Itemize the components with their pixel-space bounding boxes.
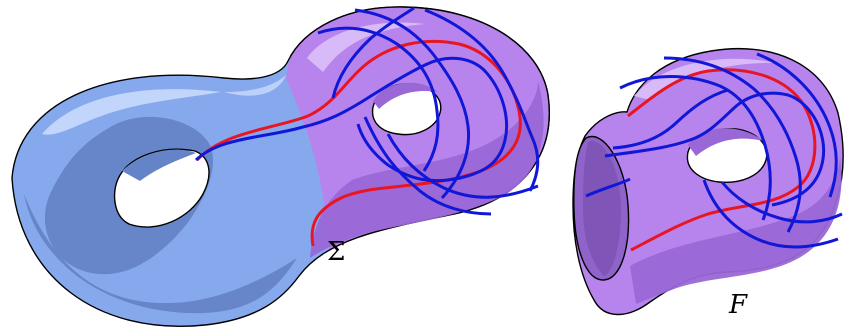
f-curves	[585, 52, 843, 252]
sigma-label: Σ	[327, 237, 345, 267]
f-blue-curve-5	[702, 179, 839, 249]
f-blue-curve-7	[612, 88, 729, 150]
sigma-blue-curve-6	[386, 133, 539, 199]
sigma-surface: Σ	[11, 6, 550, 327]
sigma-blue-curve-4	[424, 8, 540, 192]
f-top-highlight	[634, 58, 776, 100]
f-blue-curve-boundary	[585, 177, 631, 198]
f-blue-curve-main	[604, 91, 826, 207]
sigma-blue-curve-top	[331, 6, 415, 99]
sigma-blue-curve-2	[317, 26, 440, 172]
sigma-left-highlight	[42, 89, 221, 135]
sigma-blue-curve-5	[363, 116, 492, 216]
f-blue-curve-4	[756, 52, 838, 198]
sigma-left-hole-shade	[122, 149, 196, 181]
f-bottom-shadow	[630, 157, 842, 304]
sigma-neck-highlight	[224, 75, 286, 96]
f-red-curve	[627, 68, 817, 252]
sigma-blue-curve-main	[194, 56, 509, 183]
sigma-purple-shadow	[310, 81, 544, 258]
sigma-red-curve	[195, 39, 522, 247]
f-surface: F	[572, 47, 844, 320]
f-blue-curve-2	[619, 75, 772, 221]
f-hole-shade	[688, 128, 764, 156]
sigma-right-hole-shade	[373, 82, 438, 109]
sigma-purple-highlight	[307, 22, 425, 72]
f-blue-curve-3	[663, 56, 802, 233]
f-open-end-highlight	[583, 140, 622, 276]
f-blue-curve-6	[720, 181, 843, 224]
sigma-blue-curve-3	[354, 8, 471, 200]
f-label: F	[728, 290, 748, 320]
sigma-curves	[194, 6, 540, 247]
